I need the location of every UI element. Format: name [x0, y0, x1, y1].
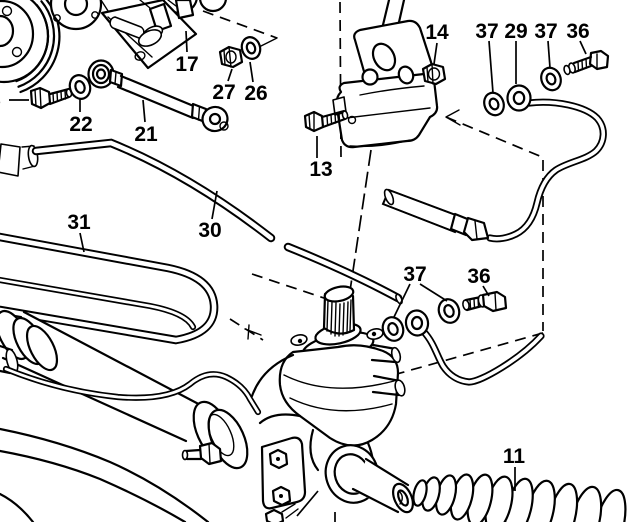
link-rod-21 [87, 59, 229, 133]
bolt-13 [303, 109, 349, 133]
return-hoses [0, 427, 210, 522]
part-label-37-8: 37 [475, 20, 498, 43]
leader-line-36 [579, 40, 587, 55]
part-label-26-5: 26 [244, 82, 267, 105]
pinion-splined-shaft [322, 285, 356, 337]
leader-line-27 [227, 68, 233, 82]
part-label-21-2: 21 [134, 123, 158, 146]
rack-shaft-end [351, 457, 414, 514]
part-label-14-7: 14 [425, 21, 449, 44]
banjo-fitting-29 [506, 84, 532, 112]
washer-22 [68, 74, 92, 100]
part-label-27-4: 27 [212, 81, 235, 104]
part-label-36-15: 36 [467, 265, 490, 288]
leader-line-36 [482, 285, 490, 297]
washer-26 [240, 36, 262, 60]
leader-line-37 [488, 40, 494, 94]
part-label-30-13: 30 [198, 219, 221, 242]
bellows-boot [412, 473, 627, 522]
leader-line-37 [393, 283, 411, 318]
leader-line-21 [142, 99, 146, 123]
rack-mount-bracket [260, 436, 307, 510]
leader-line-26 [249, 61, 254, 83]
pump-flange [49, 0, 227, 31]
steering-rack-tube [0, 309, 262, 470]
part-label-22-1: 22 [69, 113, 92, 136]
sway-bar-30 [0, 138, 403, 305]
leader-line-14 [433, 42, 438, 65]
pinion-housing [250, 285, 406, 480]
pressure-hose-assembly [381, 98, 607, 243]
part-label-17-3: 17 [175, 53, 198, 76]
lower-pipe-assembly [420, 328, 545, 386]
bolt-8 [29, 86, 73, 110]
hydraulic-ports [370, 343, 406, 397]
banjo-bolt-36-lower [462, 290, 508, 313]
pump-pulley [0, 0, 61, 94]
mounting-bracket [100, 0, 198, 70]
leader-line-30 [211, 190, 218, 220]
washer-37-top2 [540, 66, 562, 92]
washer-37-top [483, 91, 505, 117]
clamp-bolt [181, 441, 223, 466]
part-label-29-9: 29 [504, 20, 527, 43]
washer-37-lower2 [437, 298, 461, 324]
part-label-11-16: 11 [503, 445, 526, 468]
part-label-36-11: 36 [566, 20, 589, 43]
part-label-13-6: 13 [309, 158, 332, 181]
part-label-31-12: 31 [67, 211, 91, 234]
part-number-labels: 8 22 21 17 27 26 13 14 37 29 37 36 31 30 37 36 11 [0, 20, 590, 491]
bottom-edge-leaders [264, 490, 336, 522]
nut-14 [421, 62, 447, 86]
banjo-bolt-36-top [563, 49, 610, 76]
part-label-37-14: 37 [403, 263, 426, 286]
washer-37-lower [381, 316, 405, 342]
universal-joint [332, 19, 439, 149]
leader-line-37 [419, 283, 448, 302]
leader-line-37 [547, 40, 551, 69]
nut-27 [218, 45, 244, 69]
banjo-fitting-lower [404, 309, 430, 337]
leader-line-31 [79, 232, 85, 253]
part-label-37-10: 37 [534, 20, 557, 43]
leader-line-17 [185, 30, 188, 53]
part-label-8-0: 8 [0, 89, 1, 112]
fluid-pipe-31 [0, 232, 219, 345]
